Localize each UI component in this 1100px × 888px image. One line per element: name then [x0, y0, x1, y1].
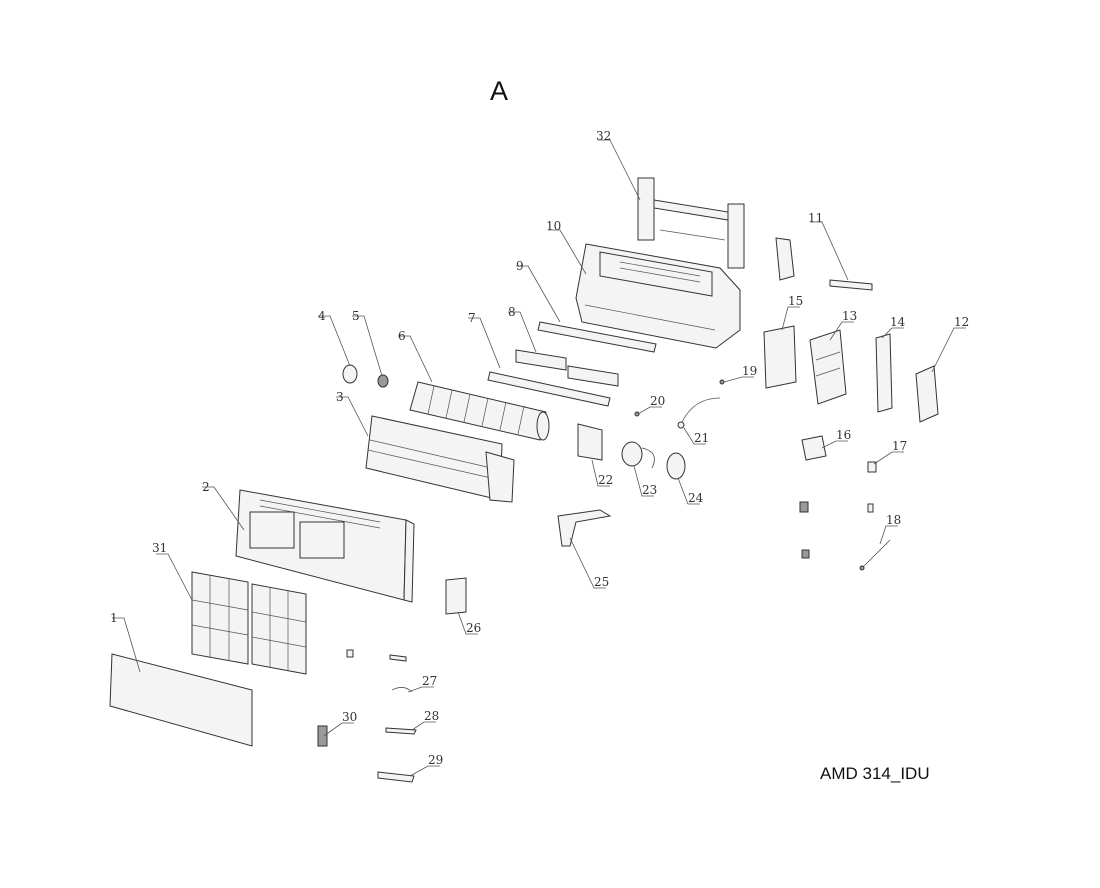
part-19-screw — [719, 379, 725, 385]
callout-1: 1 — [110, 611, 118, 625]
callout-11: 11 — [808, 211, 823, 225]
callout-19: 19 — [742, 364, 757, 378]
callout-21: 21 — [694, 431, 709, 445]
part-13-control-box — [809, 329, 847, 405]
part-2-front-frame — [235, 489, 415, 603]
callout-29: 29 — [428, 753, 443, 767]
callout-7: 7 — [468, 311, 476, 325]
part-23-motor — [621, 441, 655, 469]
callout-16: 16 — [836, 428, 851, 442]
callout-30: 30 — [342, 710, 357, 724]
callout-13: 13 — [842, 309, 857, 323]
callout-18: 18 — [886, 513, 901, 527]
callout-24: 24 — [688, 491, 704, 505]
part-8-louver-bracket — [515, 349, 619, 387]
callout-28: 28 — [424, 709, 439, 723]
callout-17: 17 — [892, 439, 907, 453]
part-small-clip — [346, 649, 407, 662]
diagram-title: A — [490, 76, 509, 106]
part-terminal-small — [799, 501, 874, 559]
part-22-motor-bracket — [577, 423, 603, 461]
callout-22: 22 — [598, 473, 613, 487]
callout-20: 20 — [650, 394, 665, 408]
part-3-evaporator — [365, 415, 515, 503]
part-5-cap — [377, 374, 389, 388]
callout-leaders — [112, 139, 966, 777]
callout-15: 15 — [788, 294, 803, 308]
callout-14: 14 — [890, 315, 906, 329]
part-12-cover — [915, 365, 939, 423]
callout-10: 10 — [546, 219, 561, 233]
callout-27: 27 — [422, 674, 437, 688]
part-14-pcb — [875, 333, 893, 413]
part-24-motor-cover — [666, 452, 686, 480]
part-31-filter — [191, 571, 307, 675]
callout-2: 2 — [202, 480, 210, 494]
part-1-front-panel — [109, 653, 253, 747]
callout-25: 25 — [594, 575, 609, 589]
callout-26: 26 — [466, 621, 481, 635]
part-15-box — [763, 325, 797, 389]
part-18-power-cord — [859, 539, 891, 571]
part-7-rail — [487, 371, 611, 407]
callout-23: 23 — [642, 483, 657, 497]
part-17-connector — [867, 461, 877, 473]
part-32-mounting-plate — [637, 177, 745, 269]
callout-6: 6 — [398, 329, 406, 343]
callout-4: 4 — [318, 309, 326, 323]
part-4-bearing — [342, 364, 358, 384]
callout-3: 3 — [336, 390, 344, 404]
part-9-rail — [537, 321, 657, 353]
part-6-crossflow-fan — [409, 381, 550, 441]
part-upper-bracket — [775, 237, 795, 281]
part-21-sensor — [677, 397, 721, 429]
part-30-remote-holder — [317, 725, 328, 747]
callout-32: 32 — [596, 129, 611, 143]
part-26-display — [445, 577, 467, 615]
model-code-label: AMD 314_IDU — [820, 764, 930, 783]
part-29-hinge — [377, 771, 415, 783]
part-16-clip — [801, 435, 827, 461]
part-11-pipe — [829, 279, 873, 291]
callout-numbers: 1 2 3 4 5 6 7 8 9 10 11 12 13 14 15 16 1… — [110, 129, 969, 767]
callout-12: 12 — [954, 315, 969, 329]
part-10-chassis — [575, 243, 741, 349]
part-28-hinge — [385, 727, 417, 735]
part-25-drain-pipe — [557, 509, 612, 547]
callout-5: 5 — [352, 309, 360, 323]
callout-8: 8 — [508, 305, 516, 319]
part-20-screw — [634, 411, 640, 417]
callout-9: 9 — [516, 259, 524, 273]
callout-31: 31 — [152, 541, 167, 555]
